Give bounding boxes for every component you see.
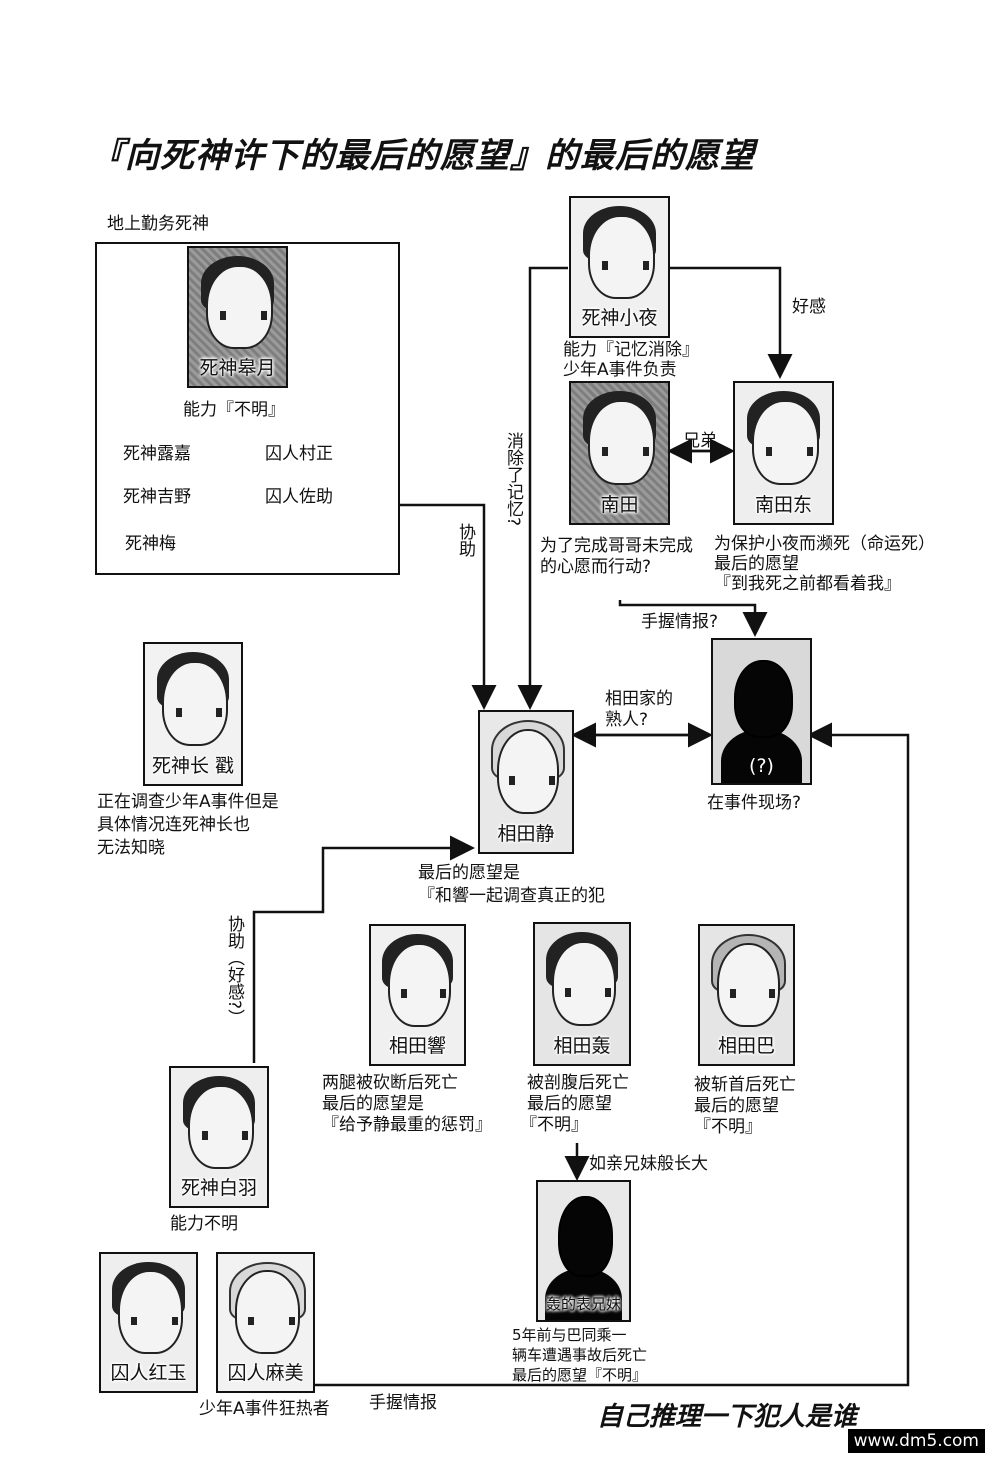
name-chief: 死神长 戳	[151, 755, 235, 777]
asami-note: 少年A事件狂热者	[199, 1399, 330, 1419]
relation-assist1: 协助	[455, 523, 475, 557]
portrait-asami: 囚人麻美	[216, 1252, 315, 1393]
todoroki-note1: 被剖腹后死亡	[527, 1073, 629, 1093]
portrait-cousin: 轰的表兄妹	[536, 1180, 631, 1322]
portrait-culprit: (?)	[711, 638, 812, 785]
hibiki-note1: 两腿被砍断后死亡	[322, 1073, 458, 1093]
name-satsuki: 死神皋月	[199, 357, 276, 379]
relation-acquaint2: 熟人?	[605, 710, 649, 730]
cousin-note2: 辆车遭遇事故后死亡	[512, 1346, 648, 1364]
shizuka-note2: 『和響一起调查真正的犯	[418, 886, 605, 906]
member-yoshino: 死神吉野	[123, 487, 191, 507]
name-asami: 囚人麻美	[227, 1362, 304, 1384]
tomoe-note3: 『不明』	[694, 1117, 762, 1137]
portrait-sayo: 死神小夜	[569, 196, 670, 338]
chief-note2: 具体情况连死神长也	[97, 815, 250, 835]
todoroki-note2: 最后的愿望	[527, 1094, 612, 1114]
footer-question: 自己推理一下犯人是谁	[597, 1402, 858, 1432]
todoroki-note3: 『不明』	[520, 1115, 588, 1135]
name-shiroha: 死神白羽	[180, 1177, 257, 1199]
member-muramasa: 囚人村正	[265, 444, 333, 464]
portrait-minamida-azuma: 南田东	[733, 381, 834, 525]
minamida-note1: 为了完成哥哥未完成	[540, 536, 693, 556]
name-kougyoku: 囚人红玉	[110, 1362, 187, 1384]
relation-brothers: 兄弟	[683, 431, 717, 451]
shinigami-group-box	[95, 242, 400, 575]
name-minamida-azuma: 南田东	[754, 494, 812, 516]
chief-note1: 正在调查少年A事件但是	[97, 792, 279, 812]
name-cousin: 轰的表兄妹	[545, 1295, 621, 1313]
shizuka-note1: 最后的愿望是	[418, 863, 520, 883]
relation-acquaint1: 相田家的	[605, 689, 673, 709]
relation-assist2: 协助（好感?）	[224, 915, 244, 1027]
name-culprit: (?)	[749, 755, 774, 777]
portrait-kougyoku: 囚人红玉	[99, 1252, 198, 1393]
hibiki-note3: 『给予静最重的惩罚』	[322, 1115, 492, 1135]
azuma-note3: 『到我死之前都看着我』	[714, 574, 901, 594]
satsuki-ability: 能力『不明』	[183, 400, 285, 420]
member-luka: 死神露嘉	[123, 444, 191, 464]
portrait-shiroha: 死神白羽	[169, 1066, 269, 1208]
relation-favor: 好感	[792, 297, 826, 317]
sayo-case: 少年A事件负责	[563, 360, 677, 380]
relation-info-q: 手握情报?	[641, 612, 719, 632]
culprit-note: 在事件现场?	[707, 793, 802, 813]
portrait-chief: 死神长 戳	[143, 642, 243, 786]
cousin-note1: 5年前与巴同乘一	[512, 1326, 627, 1344]
name-tomoe: 相田巴	[717, 1035, 775, 1057]
portrait-hibiki: 相田響	[369, 924, 466, 1066]
member-ume: 死神梅	[125, 534, 176, 554]
tomoe-note2: 最后的愿望	[694, 1096, 779, 1116]
name-sayo: 死神小夜	[581, 307, 658, 329]
azuma-note2: 最后的愿望	[714, 554, 799, 574]
chief-note3: 无法知晓	[97, 838, 165, 858]
minamida-note2: 的心愿而行动?	[540, 557, 652, 577]
portrait-satsuki: 死神皋月	[187, 246, 288, 388]
name-minamida: 南田	[600, 494, 639, 516]
azuma-note1: 为保护小夜而濒死（命运死）	[714, 534, 935, 554]
watermark: www.dm5.com	[847, 1429, 985, 1453]
portrait-tomoe: 相田巴	[698, 924, 795, 1066]
cousin-note3: 最后的愿望『不明』	[512, 1366, 648, 1384]
name-todoroki: 相田轰	[553, 1035, 611, 1057]
relation-raised: 如亲兄妹般长大	[589, 1154, 708, 1174]
sayo-ability: 能力『记忆消除』	[563, 340, 699, 360]
portrait-minamida: 南田	[569, 381, 670, 525]
portrait-todoroki: 相田轰	[533, 922, 631, 1066]
name-shizuka: 相田静	[497, 823, 555, 845]
shiroha-ability: 能力不明	[170, 1214, 238, 1234]
hibiki-note2: 最后的愿望是	[322, 1094, 424, 1114]
member-sasuke: 囚人佐助	[265, 487, 333, 507]
box-label: 地上勤务死神	[107, 214, 209, 234]
relation-erased: 消除了记忆?	[503, 432, 523, 527]
name-hibiki: 相田響	[388, 1035, 446, 1057]
portrait-shizuka: 相田静	[478, 710, 574, 854]
relation-info: 手握情报	[369, 1393, 437, 1413]
page-title: 『向死神许下的最后的愿望』的最后的愿望	[90, 136, 755, 176]
tomoe-note1: 被斩首后死亡	[694, 1075, 796, 1095]
